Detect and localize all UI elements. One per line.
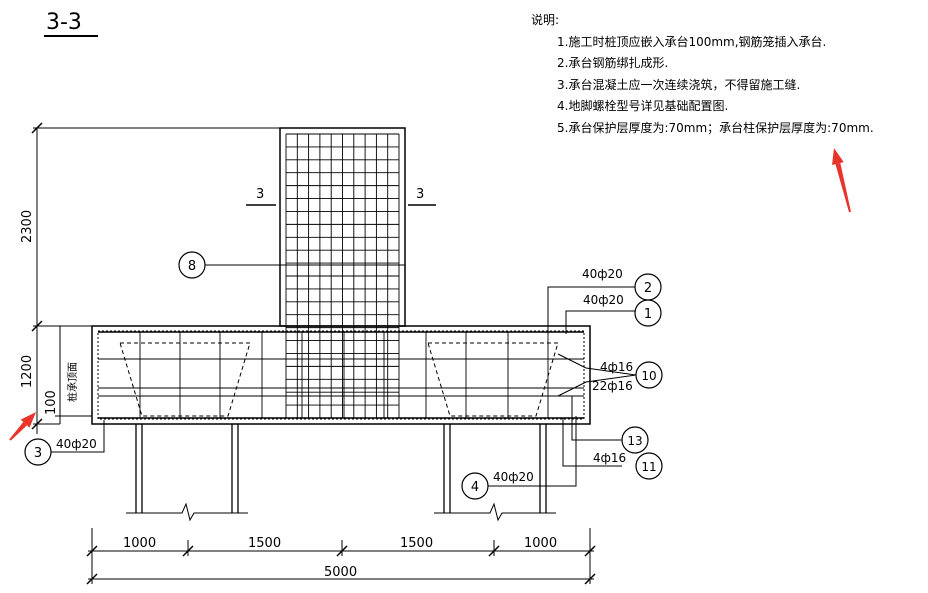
red-arrow-right xyxy=(832,148,851,213)
dim-column-height: 2300 xyxy=(20,210,35,243)
svg-text:4: 4 xyxy=(471,480,479,495)
note-item-4: 4.地脚螺栓型号详见基础配置图. xyxy=(557,99,729,114)
svg-text:11: 11 xyxy=(641,460,656,474)
dim-embed: 100 xyxy=(44,390,59,415)
marker-4: 4 xyxy=(461,472,489,500)
section-mark-right: 3 xyxy=(416,187,424,202)
dim-span-1: 1000 xyxy=(123,536,156,551)
rebar-label-4: 40ф20 xyxy=(493,470,534,484)
pile-anchor-cages xyxy=(119,342,559,417)
column-rebar-grid xyxy=(285,133,400,419)
rebar-label-10: 4ф16 xyxy=(600,360,633,374)
note-item-3: 3.承台混凝土应一次连续浇筑，不得留施工缝. xyxy=(557,77,801,92)
dim-span-4: 1000 xyxy=(524,536,557,551)
marker-10: 10 xyxy=(635,361,663,389)
rebar-label-13: 22ф16 xyxy=(592,379,633,393)
marker-2: 2 xyxy=(634,273,662,301)
rebar-label-1: 40ф20 xyxy=(583,293,624,307)
section-mark-left: 3 xyxy=(256,187,264,202)
cap-rebar xyxy=(97,330,585,420)
marker-13: 13 xyxy=(621,426,649,454)
notes-block: 说明: 1.施工时桩顶应嵌入承台100mm,钢筋笼插入承台. 2.承台钢筋绑扎成… xyxy=(531,10,874,140)
rebar-label-2: 40ф20 xyxy=(582,267,623,281)
rebar-label-11: 4ф16 xyxy=(593,451,626,465)
svg-text:2: 2 xyxy=(644,281,652,296)
dim-cap-height: 1200 xyxy=(20,355,35,388)
cap-stirrups xyxy=(139,332,549,418)
svg-text:8: 8 xyxy=(188,259,196,274)
note-item-1: 1.施工时桩顶应嵌入承台100mm,钢筋笼插入承台. xyxy=(557,34,827,49)
svg-text:1: 1 xyxy=(644,307,652,322)
pile-cap-outline xyxy=(91,325,591,425)
marker-1: 1 xyxy=(634,299,662,327)
drawing-title: 3-3 xyxy=(46,10,82,35)
svg-text:3: 3 xyxy=(34,446,42,461)
svg-text:10: 10 xyxy=(641,369,656,383)
notes-heading: 说明: xyxy=(531,13,560,27)
red-arrow-left xyxy=(9,412,36,441)
dim-span-2: 1500 xyxy=(248,536,281,551)
note-item-5: 5.承台保护层厚度为:70mm；承台柱保护层厚度为:70mm. xyxy=(557,120,874,135)
dim-total: 5000 xyxy=(324,565,357,580)
rebar-label-3: 40ф20 xyxy=(56,437,97,451)
callout-leaders xyxy=(488,286,637,487)
svg-text:13: 13 xyxy=(627,434,642,448)
marker-11: 11 xyxy=(635,452,663,480)
dim-span-3: 1500 xyxy=(400,536,433,551)
marker-8: 8 xyxy=(178,251,405,279)
note-item-2: 2.承台钢筋绑扎成形. xyxy=(557,56,669,71)
left-dimensions xyxy=(31,122,280,434)
piles xyxy=(126,424,556,522)
marker-3: 3 xyxy=(24,420,105,466)
bottom-dimensions xyxy=(86,528,596,585)
pile-top-label: 桩承顶面 xyxy=(66,362,79,402)
